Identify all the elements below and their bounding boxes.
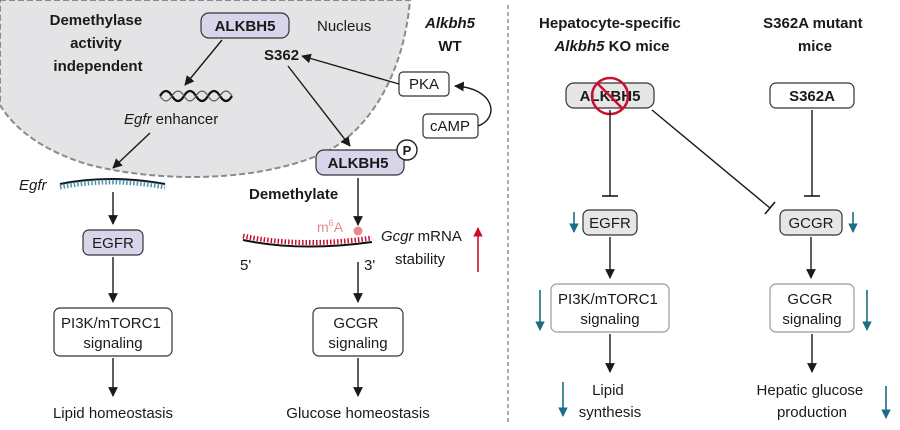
lipid-homeostasis-label: Lipid homeostasis — [53, 405, 173, 422]
alkbh5-box — [200, 12, 290, 39]
gcgr-mrna-strand — [242, 239, 373, 248]
pi3k-right-box — [550, 283, 670, 333]
s362a-mutant-header: S362A mutant mice — [763, 15, 867, 55]
inhibit-alkbh5-gcgr — [651, 109, 771, 209]
gcgr-signaling-right-box — [769, 283, 855, 333]
gcgr-right-box — [779, 209, 843, 236]
alkbh5-phospho-label: ALKBH5 — [328, 155, 389, 172]
stability-label: stability — [395, 251, 446, 268]
arrow-camp-to-pka — [454, 81, 492, 127]
s362a-box — [769, 82, 855, 109]
nucleus-shape — [0, 0, 412, 178]
demethylase-independent-label: Demethylase activity independent — [50, 12, 147, 75]
gcgr-mrna-label: Gcgr mRNA — [381, 228, 462, 245]
gcgr-signaling-right-label: GCGR signaling — [782, 291, 841, 328]
gcgr-signaling-label: GCGR signaling — [328, 315, 387, 352]
glucose-homeostasis-label: Glucose homeostasis — [286, 405, 429, 422]
egfr-right-label: EGFR — [589, 215, 631, 232]
phospho-icon — [396, 139, 418, 161]
egfr-right-box — [582, 209, 638, 236]
inhibit-alkbh5-gcgr-bar — [764, 201, 776, 215]
gcgr-signaling-box — [312, 307, 404, 357]
alkbh5-label: ALKBH5 — [215, 18, 276, 35]
phospho-label: P — [403, 143, 412, 158]
gcgr-right-label: GCGR — [789, 215, 834, 232]
egfr-box — [82, 229, 144, 256]
arrow-alkbh5-to-enhancer — [184, 39, 223, 86]
s362a-label: S362A — [789, 88, 835, 105]
egfr-mrna-strand — [59, 178, 166, 185]
egfr-enhancer-label: Egfr enhancer — [124, 111, 218, 128]
camp-label: cAMP — [430, 118, 470, 135]
hepatic-glucose-label: Hepatic glucose production — [757, 382, 868, 421]
alkbh5-phospho-box — [315, 149, 405, 176]
pi3k-right-label: PI3K/mTORC1 signaling — [558, 291, 662, 328]
egfr-mrna-bases — [59, 179, 166, 190]
m6a-label: m6A — [317, 218, 344, 235]
pi3k-signaling-label: PI3K/mTORC1 signaling — [61, 315, 165, 352]
demethylate-label: Demethylate — [249, 186, 338, 203]
arrow-pka-to-s362 — [301, 53, 400, 85]
arrow-s362-to-alkbh5p — [287, 65, 351, 147]
lipid-synthesis-label: Lipid synthesis — [579, 382, 642, 421]
pi3k-signaling-box — [53, 307, 173, 357]
s362-label: S362 — [264, 47, 299, 64]
pka-label: PKA — [409, 76, 439, 93]
m6a-mark — [353, 226, 363, 236]
genotype-wt-label: WT — [438, 38, 461, 55]
hepatocyte-header: Hepatocyte-specific Alkbh5 KO mice — [539, 15, 685, 55]
knockout-slash — [596, 82, 624, 110]
egfr-label: EGFR — [92, 235, 134, 252]
genotype-gene-label: Alkbh5 — [424, 15, 476, 32]
arrow-enhancer-to-egfr — [112, 132, 151, 169]
nucleus-label: Nucleus — [317, 18, 371, 35]
five-prime-label: 5' — [240, 257, 251, 274]
gcgr-mrna-bases — [242, 233, 373, 246]
egfr-mrna-label: Egfr — [19, 177, 48, 194]
three-prime-label: 3' — [364, 257, 375, 274]
